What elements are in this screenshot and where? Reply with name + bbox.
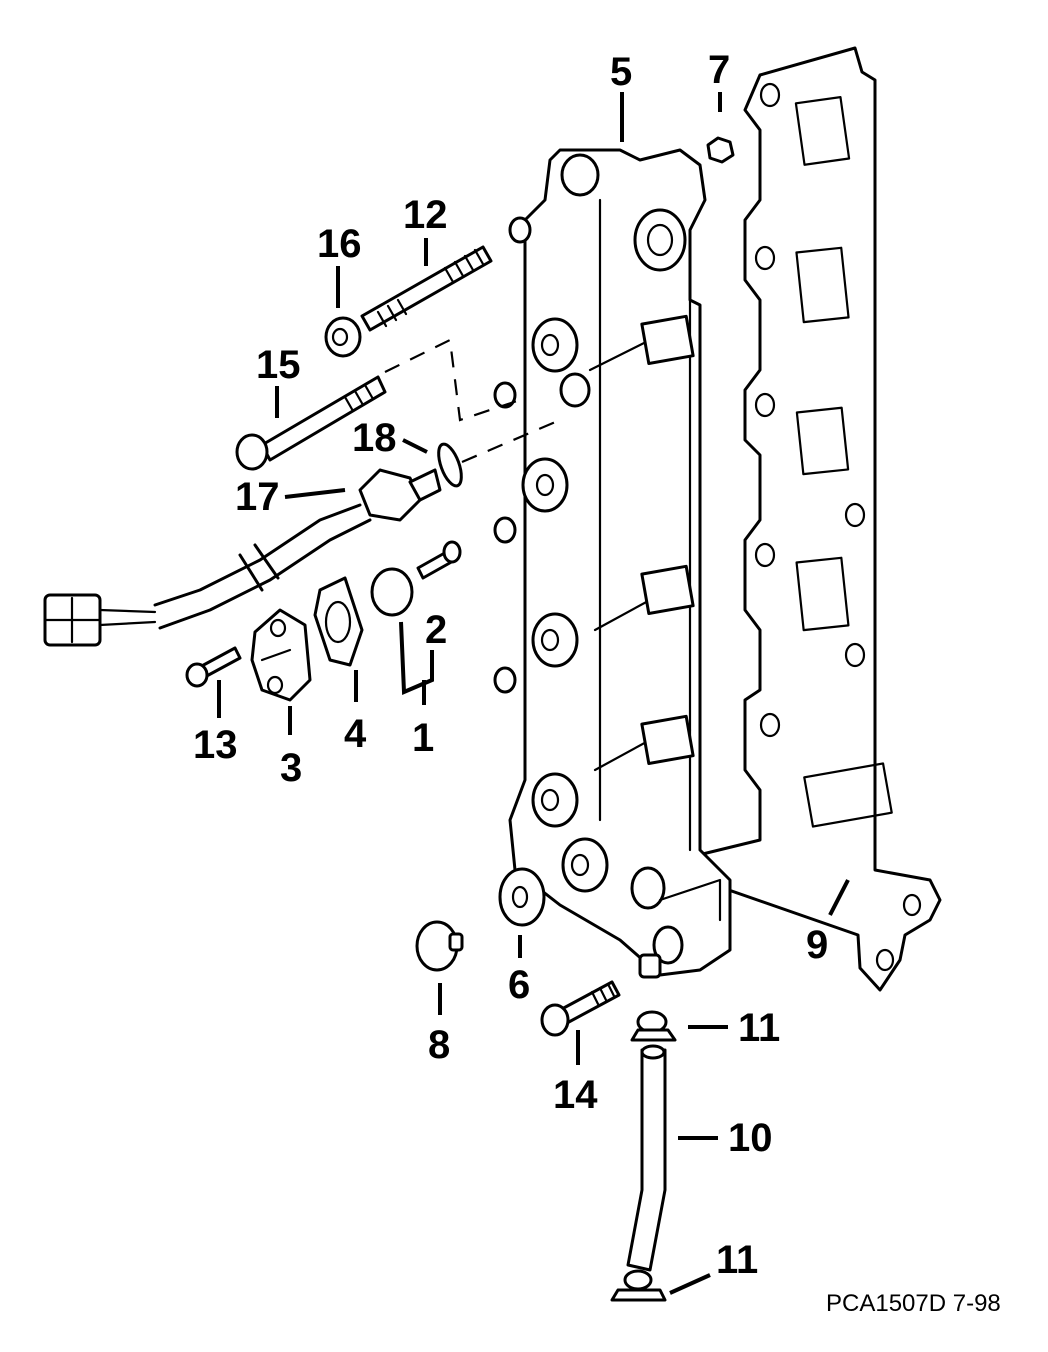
alignment-line-lower (461, 418, 561, 464)
washer-part-6 (498, 867, 546, 927)
callout-8: 8 (428, 1023, 451, 1067)
hose-part-10 (626, 1044, 667, 1272)
clamp-part-11-upper (630, 1010, 677, 1042)
cover-plate-part-3 (250, 608, 312, 702)
callout-5: 5 (610, 50, 633, 94)
nut-part-7 (706, 136, 735, 164)
callout-14: 14 (553, 1073, 598, 1117)
callout-17: 17 (235, 475, 280, 519)
washer-part-18 (437, 442, 463, 488)
callout-1: 1 (412, 716, 435, 760)
bolt-part-13 (185, 646, 242, 688)
callout-15: 15 (256, 343, 301, 387)
nut-part-16 (324, 316, 362, 358)
clamp-part-11-lower (610, 1269, 667, 1302)
reference-code: PCA1507D 7-98 (826, 1290, 1001, 1317)
grommet-part-1 (370, 567, 414, 617)
sensor-part-17 (43, 468, 442, 647)
callout-2: 2 (425, 608, 448, 652)
callout-7: 7 (708, 48, 731, 92)
callout-4: 4 (344, 712, 367, 756)
callout-16: 16 (317, 222, 362, 266)
bolt-long-part-15 (235, 375, 387, 471)
manifold-cover-part-5 (493, 148, 732, 979)
callout-6: 6 (508, 963, 531, 1007)
gasket-large-part-9 (676, 46, 942, 992)
plug-part-8 (415, 920, 464, 972)
callout-18: 18 (352, 416, 397, 460)
bolt-part-2 (416, 540, 462, 580)
callout-11-upper: 11 (738, 1006, 781, 1050)
callout-3: 3 (280, 746, 303, 790)
gasket-part-4 (313, 576, 364, 667)
stud-part-12 (360, 245, 493, 332)
callout-9: 9 (806, 923, 829, 967)
bolt-part-14 (540, 980, 621, 1037)
callout-12: 12 (403, 193, 448, 237)
callout-13: 13 (193, 723, 238, 767)
callout-10: 10 (728, 1116, 773, 1160)
callout-11-lower: 11 (716, 1238, 759, 1282)
alignment-line-upper (384, 338, 521, 422)
leader-lines (217, 92, 850, 1295)
